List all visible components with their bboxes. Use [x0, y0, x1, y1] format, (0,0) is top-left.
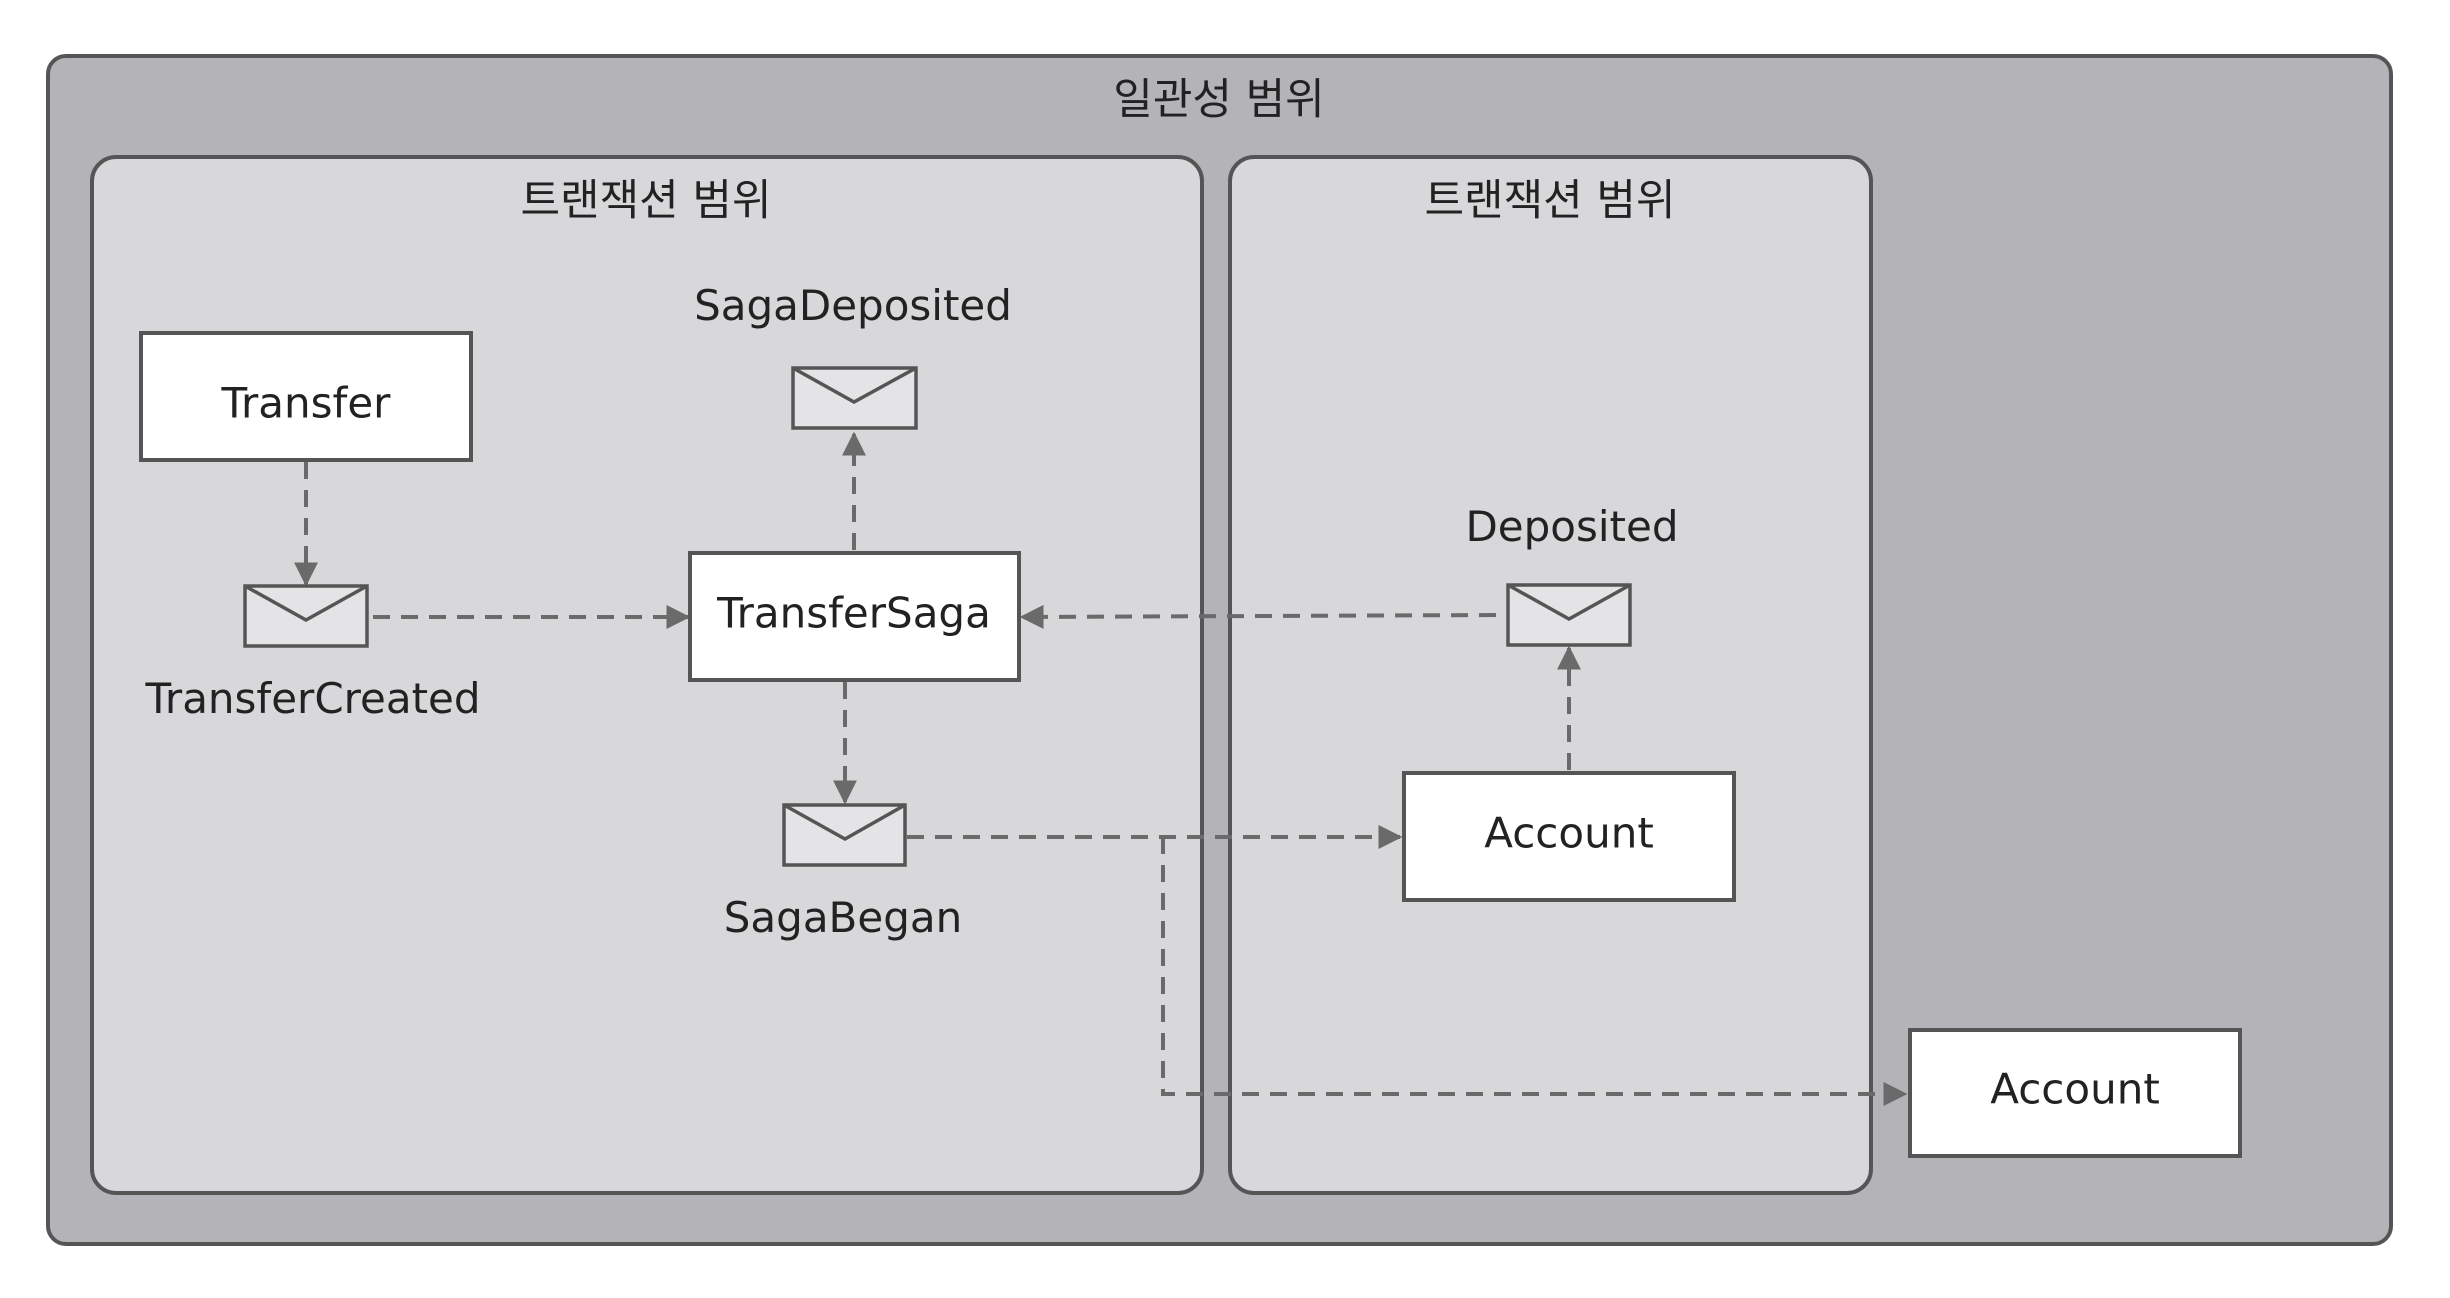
- event-sagadeposited: SagaDeposited: [694, 281, 1012, 430]
- envelope-icon: [1506, 583, 1632, 647]
- event-deposited-label: Deposited: [1465, 502, 1678, 551]
- aggregate-account-1: Account: [1402, 771, 1736, 902]
- event-transfercreated-label: TransferCreated: [144, 674, 480, 723]
- transaction-scope-1-label: 트랜잭션 범위: [520, 176, 771, 226]
- aggregate-transfer-label: Transfer: [221, 379, 392, 428]
- event-sagadeposited-label: SagaDeposited: [694, 281, 1012, 330]
- aggregate-account-1-label: Account: [1484, 809, 1654, 858]
- envelope-icon: [791, 366, 918, 430]
- transaction-scope-2: 트랜잭션 범위: [1228, 155, 1873, 1195]
- outer-scope-label: 일관성 범위: [1113, 75, 1324, 125]
- aggregate-account-2-label: Account: [1990, 1065, 2160, 1114]
- edge-sagabegan-to-account2: [1161, 837, 1908, 1106]
- event-transfercreated: TransferCreated: [144, 584, 481, 723]
- envelope-icon: [243, 584, 369, 648]
- event-deposited: Deposited: [1465, 502, 1679, 647]
- edge-deposited-to-transfersaga: [1019, 604, 1497, 629]
- edges: [294, 431, 1908, 1106]
- aggregate-transfer: Transfer: [139, 331, 473, 462]
- aggregate-transfersaga: TransferSaga: [688, 551, 1021, 682]
- aggregate-account-2: Account: [1908, 1028, 2242, 1158]
- aggregate-transfersaga-label: TransferSaga: [716, 589, 991, 638]
- event-sagabegan: SagaBegan: [724, 803, 962, 942]
- event-sagabegan-label: SagaBegan: [724, 893, 962, 942]
- transaction-scope-2-label: 트랜잭션 범위: [1424, 176, 1675, 226]
- envelope-icon: [782, 803, 907, 867]
